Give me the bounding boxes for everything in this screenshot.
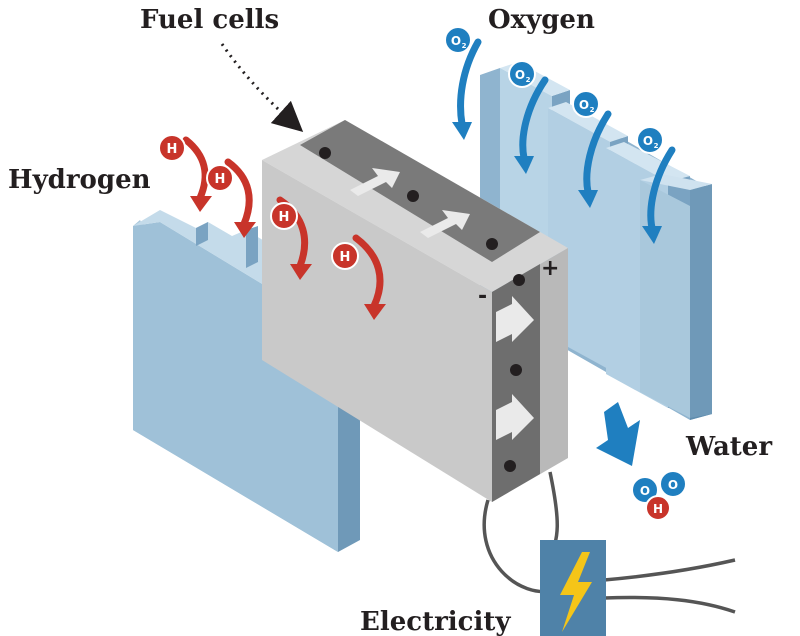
electron-dot-icon bbox=[486, 238, 498, 250]
fuel-cells-pointer bbox=[220, 43, 304, 133]
svg-text:H: H bbox=[167, 142, 178, 157]
flow-arrow-icon bbox=[496, 394, 534, 440]
electron-dot-icon bbox=[510, 364, 522, 376]
oxygen-molecule-icon: O 2 bbox=[508, 60, 536, 88]
electron-dot-icon bbox=[513, 274, 525, 286]
positive-terminal: + bbox=[541, 256, 559, 281]
svg-text:H: H bbox=[215, 172, 226, 187]
electron-dot-icon bbox=[407, 190, 419, 202]
fuel-cell-stack: - + bbox=[262, 120, 568, 502]
hydrogen-arrow bbox=[352, 234, 384, 310]
svg-text:2: 2 bbox=[462, 42, 467, 50]
water-molecule-icon: O O H bbox=[631, 470, 687, 521]
svg-text:O: O bbox=[451, 34, 461, 48]
svg-text:O: O bbox=[640, 484, 650, 498]
oxygen-arrow bbox=[583, 110, 612, 196]
hydrogen-molecule-icon: H bbox=[206, 164, 234, 192]
oxygen-arrow bbox=[457, 38, 482, 128]
svg-text:2: 2 bbox=[654, 142, 659, 150]
oxygen-arrow bbox=[519, 76, 549, 162]
svg-text:2: 2 bbox=[590, 106, 595, 114]
hydrogen-arrow bbox=[224, 158, 253, 228]
hydrogen-molecules: H H H H bbox=[158, 134, 359, 270]
svg-text:O: O bbox=[515, 68, 525, 82]
electron-dot-icon bbox=[319, 147, 331, 159]
oxygen-arrow bbox=[647, 146, 676, 232]
svg-text:O: O bbox=[643, 134, 653, 148]
hydrogen-label: Hydrogen bbox=[8, 165, 151, 195]
flow-arrow-icon bbox=[420, 210, 470, 238]
hydrogen-molecule-icon: H bbox=[158, 134, 186, 162]
lightning-bolt-icon bbox=[560, 552, 592, 632]
electricity-label: Electricity bbox=[360, 607, 511, 636]
flow-arrow-icon bbox=[496, 296, 534, 342]
water-label: Water bbox=[685, 432, 772, 462]
oxygen-molecule-icon: O 2 bbox=[444, 26, 472, 54]
oxygen-flow bbox=[457, 38, 676, 232]
fuel-cells-label: Fuel cells bbox=[140, 5, 279, 35]
svg-text:O: O bbox=[579, 98, 589, 112]
electron-dot-icon bbox=[504, 460, 516, 472]
svg-text:2: 2 bbox=[526, 76, 531, 84]
svg-text:H: H bbox=[653, 502, 663, 516]
hydrogen-molecule-icon: H bbox=[331, 242, 359, 270]
oxygen-label: Oxygen bbox=[488, 5, 595, 35]
svg-text:H: H bbox=[340, 250, 351, 265]
negative-terminal: - bbox=[478, 284, 487, 309]
svg-text:H: H bbox=[279, 210, 290, 225]
hydrogen-molecule-icon: H bbox=[270, 202, 298, 230]
electric-circuit bbox=[482, 471, 736, 636]
water-arrow bbox=[596, 402, 640, 466]
oxygen-molecules: O 2 O 2 O 2 O 2 bbox=[444, 26, 664, 154]
oxygen-molecule-icon: O 2 bbox=[636, 126, 664, 154]
water-output: O O H bbox=[596, 402, 687, 521]
flow-arrow-icon bbox=[350, 168, 400, 196]
svg-text:O: O bbox=[668, 478, 678, 492]
hydrogen-arrow bbox=[182, 136, 209, 202]
oxygen-molecule-icon: O 2 bbox=[572, 90, 600, 118]
